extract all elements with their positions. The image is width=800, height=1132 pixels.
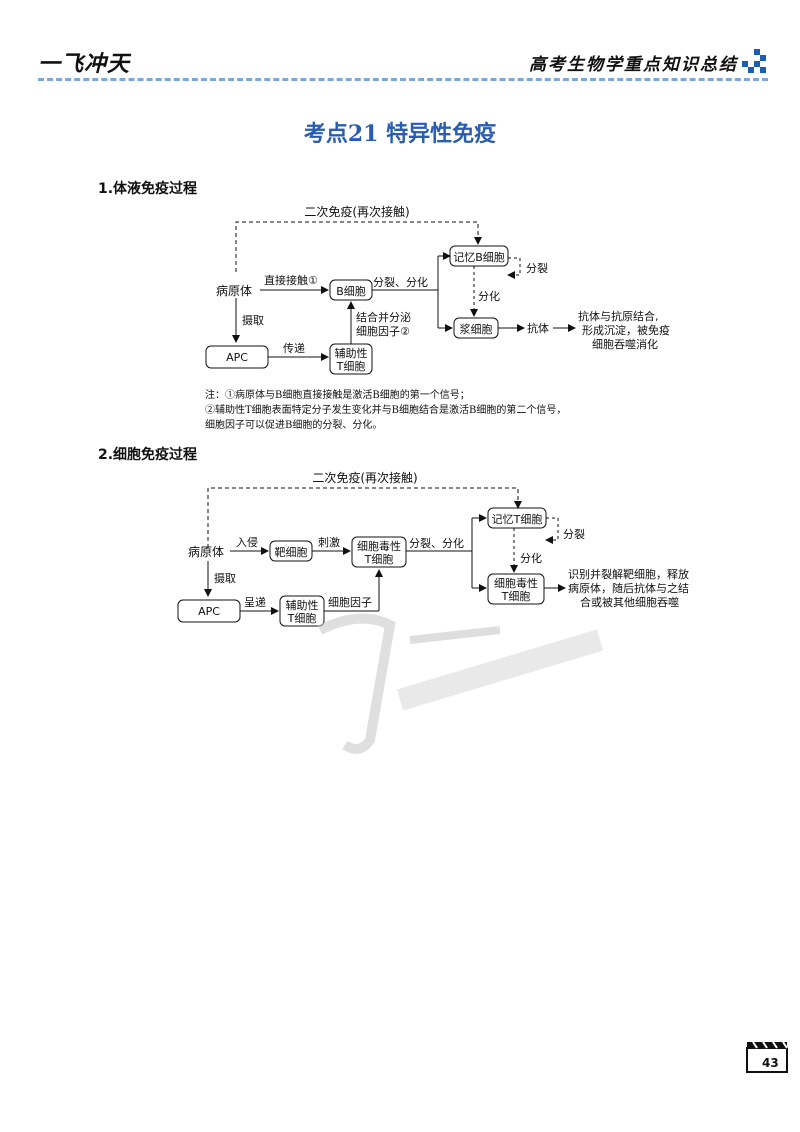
invade-label: 入侵 — [236, 536, 258, 549]
cytokine-label: 细胞因子 — [328, 596, 372, 609]
helper-t-label-1: 辅助性 — [335, 346, 368, 360]
stimulate-label: 刺激 — [318, 535, 340, 549]
ctl-box — [351, 536, 407, 568]
watermark-logo — [317, 613, 604, 754]
secondary-label: 二次免疫(再次接触) — [304, 204, 409, 219]
cellular-outcome-2: 病原体，随后抗体与之结 — [568, 581, 689, 595]
pathogen-label-2: 病原体 — [188, 544, 224, 559]
target-cell-label: 靶细胞 — [275, 546, 308, 559]
pathogen-label: 病原体 — [216, 283, 252, 298]
antibody-label: 抗体 — [527, 321, 549, 335]
bind-secrete-label-2: 细胞因子② — [356, 325, 410, 338]
memory-b-label: 记忆B细胞 — [453, 251, 505, 264]
section-heading-cellular: 2.细胞免疫过程 — [98, 447, 198, 463]
divide-diff-label-2: 分裂、分化 — [409, 536, 464, 550]
uptake-label: 摄取 — [242, 313, 264, 327]
page-number: 43 — [762, 1056, 779, 1070]
note-line-3: 细胞因子可以促进B细胞的分裂、分化。 — [205, 420, 383, 431]
header-title: 高考生物学重点知识总结 — [529, 55, 738, 75]
memory-t-divide-loop — [545, 517, 559, 544]
divide-label: 分裂 — [526, 262, 548, 275]
memory-t-label: 记忆T细胞 — [492, 513, 543, 526]
differentiate-label-2: 分化 — [520, 551, 542, 565]
uptake-label-2: 摄取 — [214, 571, 236, 585]
direct-contact-label: 直接接触① — [264, 273, 318, 287]
memory-b-box — [449, 245, 509, 267]
page-title: 考点21 特异性免疫 — [303, 121, 497, 147]
differentiate-label: 分化 — [478, 289, 500, 303]
secondary-immunity-line-2 — [207, 487, 522, 548]
secondary-label-2: 二次免疫(再次接触) — [312, 470, 417, 485]
b-cell-label: B细胞 — [336, 285, 366, 298]
memory-b-divide-loop — [507, 257, 521, 279]
apc-label: APC — [226, 351, 248, 364]
divide-diff-label: 分裂、分化 — [373, 275, 428, 289]
ctl2-label-1: 细胞毒性 — [494, 576, 538, 590]
helper-t-label-2b: T细胞 — [287, 612, 317, 625]
helper-t-label-2a: 辅助性 — [286, 598, 319, 612]
cellular-outcome-3: 合或被其他细胞吞噬 — [580, 595, 679, 609]
cellular-outcome-1: 识别并裂解靶细胞，释放 — [568, 567, 689, 581]
brand-logo: 一飞冲天 — [38, 46, 130, 78]
humoral-outcome-2: 形成沉淀，被免疫 — [582, 323, 670, 337]
present-label: 传递 — [283, 341, 305, 355]
note-line-2: ②辅助性T细胞表面特定分子发生变化并与B细胞结合是激活B细胞的第二个信号， — [205, 405, 567, 416]
humoral-outcome-1: 抗体与抗原结合, — [578, 309, 659, 323]
note-line-1: 注：①病原体与B细胞直接接触是激活B细胞的第一个信号； — [205, 390, 470, 401]
ctl2-label-2: T细胞 — [501, 590, 531, 603]
ctl-label-1: 细胞毒性 — [357, 539, 401, 553]
secondary-immunity-line — [235, 221, 482, 272]
section-heading-humoral: 1.体液免疫过程 — [98, 181, 198, 197]
header-divider — [38, 78, 768, 81]
humoral-outcome-3: 细胞吞噬消化 — [592, 337, 658, 351]
ctl2-box — [487, 573, 545, 605]
checker-flag-icon — [742, 49, 766, 73]
brand-text: 一飞冲天 — [38, 52, 131, 77]
helper-t-label-2: T细胞 — [336, 360, 366, 373]
apc-label-2: APC — [198, 605, 220, 618]
clapperboard-icon — [746, 1041, 788, 1073]
ctl-label-2: T细胞 — [364, 553, 394, 566]
bind-secrete-label-1: 结合并分泌 — [356, 310, 411, 324]
plasma-cell-label: 浆细胞 — [460, 322, 493, 336]
present-label-2: 呈递 — [244, 595, 266, 609]
divide-label-2: 分裂 — [563, 528, 585, 541]
